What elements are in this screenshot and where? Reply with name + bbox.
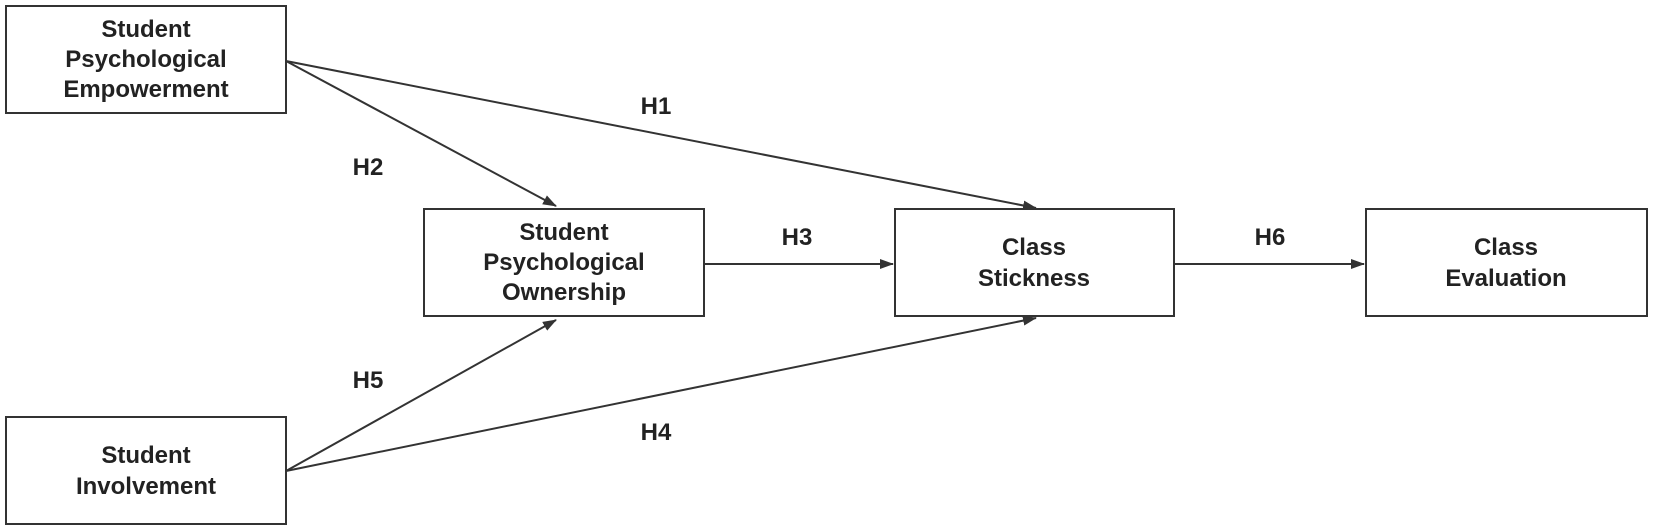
edge-label-h4: H4 [641,419,672,446]
node-empowerment: Student Psychological Empowerment [5,5,287,114]
node-ownership: Student Psychological Ownership [423,208,705,317]
edges [285,60,1365,472]
edge-label-h1: H1 [641,93,672,120]
node-ownership-line1: Student [519,219,608,246]
node-ownership-line2: Psychological [483,249,644,276]
node-evaluation-line2: Evaluation [1445,265,1566,292]
edge-label-h3: H3 [782,224,813,251]
node-empowerment-line2: Psychological [65,46,226,73]
node-involvement: Student Involvement [5,416,287,525]
node-evaluation-line1: Class [1474,234,1538,261]
node-involvement-line1: Student [101,442,190,469]
node-involvement-box [5,416,287,525]
edge-h5-arrow [285,319,557,472]
node-stickness: Class Stickness [894,208,1175,317]
node-stickness-box [894,208,1175,317]
node-evaluation-box [1365,208,1648,317]
edge-label-h6: H6 [1255,224,1286,251]
node-ownership-line3: Ownership [502,279,626,306]
node-empowerment-line1: Student [101,16,190,43]
edge-h1-arrow [285,60,1037,211]
node-involvement-line2: Involvement [76,473,216,500]
node-empowerment-box [5,5,287,114]
edge-label-h5: H5 [353,367,384,394]
node-ownership-box [423,208,705,317]
node-stickness-line1: Class [1002,234,1066,261]
edge-labels: H1 H2 H3 H4 H5 H6 [353,93,1286,446]
edge-h2-arrow [285,60,557,207]
node-evaluation: Class Evaluation [1365,208,1648,317]
edge-label-h2: H2 [353,154,384,181]
node-empowerment-line3: Empowerment [63,76,228,103]
edge-h4-arrow [285,315,1037,472]
node-stickness-line2: Stickness [978,265,1090,292]
